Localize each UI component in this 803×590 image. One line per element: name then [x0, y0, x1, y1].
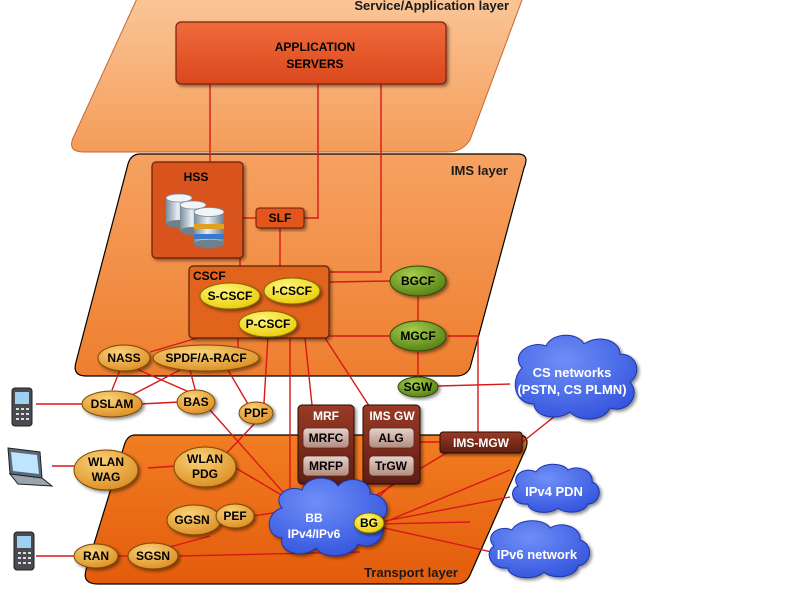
i-cscf-node[interactable] — [263, 277, 321, 305]
transport-layer-label: Transport layer — [364, 565, 458, 580]
mgcf-node[interactable] — [389, 320, 447, 352]
wlan-pdg-node[interactable] — [173, 446, 237, 488]
ims-layer-plane — [74, 153, 527, 377]
dslam-label: DSLAM — [91, 397, 134, 411]
s-cscf-node[interactable] — [199, 282, 261, 310]
bgcf-label: BGCF — [401, 274, 435, 288]
nass-label: NASS — [107, 351, 140, 365]
sgw-label: SGW — [404, 380, 433, 394]
ggsn-label: GGSN — [174, 513, 209, 527]
nass-node[interactable] — [97, 344, 151, 372]
slf-label: SLF — [269, 211, 292, 225]
pef-node[interactable] — [215, 503, 255, 529]
p-cscf-node[interactable] — [238, 310, 298, 338]
mrfc-label: MRFC — [309, 431, 344, 445]
wlan-wag-node[interactable] — [73, 449, 139, 491]
pef-label: PEF — [223, 509, 246, 523]
ran-node[interactable] — [73, 543, 119, 569]
database-icon — [165, 193, 225, 249]
ims-mgw-box[interactable] — [439, 431, 523, 454]
wlan-pdg-label-1: WLAN — [187, 452, 223, 466]
sgsn-label: SGSN — [136, 549, 170, 563]
slf-box[interactable] — [255, 207, 305, 229]
spdf-label: SPDF/A-RACF — [165, 351, 246, 365]
bg-node[interactable] — [353, 512, 385, 534]
application-servers-label-2: SERVERS — [286, 57, 343, 71]
alg-label: ALG — [378, 431, 403, 445]
sgw-node[interactable] — [397, 376, 439, 398]
mrfc-box[interactable] — [302, 427, 350, 449]
ipv6-network-cloud[interactable] — [488, 520, 590, 579]
mgcf-label: MGCF — [400, 329, 435, 343]
p-cscf-label: P-CSCF — [246, 317, 291, 331]
bb-label-2: IPv4/IPv6 — [288, 527, 341, 541]
pdf-node[interactable] — [238, 401, 274, 425]
bas-node[interactable] — [176, 389, 216, 415]
ran-label: RAN — [83, 549, 109, 563]
ims-mgw-label: IMS-MGW — [453, 436, 510, 450]
cs-networks-label-1: CS networks — [533, 365, 612, 380]
bas-label: BAS — [183, 395, 208, 409]
alg-box[interactable] — [368, 427, 415, 449]
cscf-group-label: CSCF — [193, 269, 226, 283]
mobile-phone-icon — [13, 531, 35, 571]
service-layer-label: Service/Application layer — [354, 0, 509, 13]
spdf-node[interactable] — [152, 344, 260, 372]
wlan-wag-label-1: WLAN — [88, 455, 124, 469]
cs-networks-label-2: (PSTN, CS PLMN) — [517, 382, 626, 397]
ipv6-network-label: IPv6 network — [497, 547, 578, 562]
ims-layer-label: IMS layer — [451, 163, 508, 178]
pdf-label: PDF — [244, 406, 268, 420]
wlan-pdg-label-2: PDG — [192, 467, 218, 481]
ipv4-pdn-label: IPv4 PDN — [525, 484, 583, 499]
mrfp-label: MRFP — [309, 459, 343, 473]
application-servers-label-1: APPLICATION — [275, 40, 355, 54]
application-servers-box[interactable] — [175, 21, 447, 85]
cs-networks-cloud[interactable] — [514, 334, 638, 420]
trgw-box[interactable] — [368, 455, 415, 477]
s-cscf-label: S-CSCF — [208, 289, 253, 303]
trgw-label: TrGW — [375, 459, 408, 473]
mobile-phone-icon — [11, 387, 33, 427]
dslam-node[interactable] — [81, 390, 143, 418]
bgcf-node[interactable] — [389, 265, 447, 297]
bg-label: BG — [360, 516, 378, 530]
mrf-label: MRF — [313, 409, 339, 423]
hss-label: HSS — [184, 170, 209, 184]
sgsn-node[interactable] — [127, 542, 179, 570]
mrfp-box[interactable] — [302, 455, 350, 477]
bb-label-1: BB — [305, 511, 323, 525]
ipv4-pdn-cloud[interactable] — [512, 463, 600, 513]
i-cscf-label: I-CSCF — [272, 284, 312, 298]
wlan-wag-label-2: WAG — [92, 470, 121, 484]
laptop-icon — [7, 447, 54, 487]
ims-gw-label: IMS GW — [369, 409, 415, 423]
